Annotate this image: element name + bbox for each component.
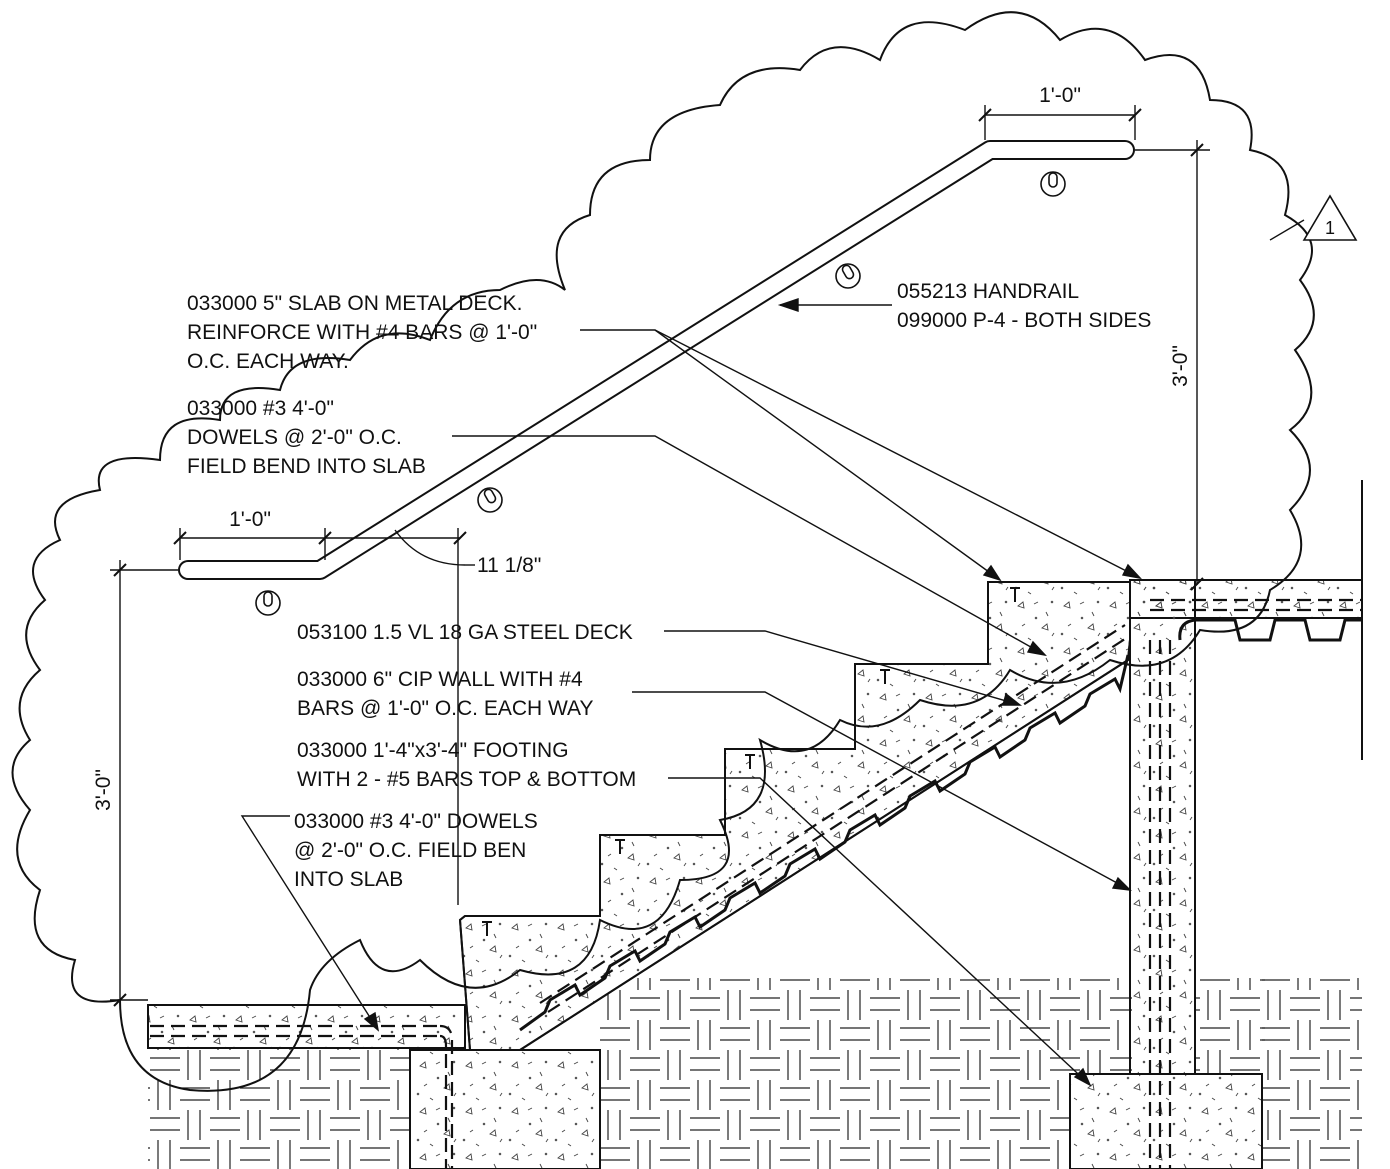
svg-text:033000 #3 4'-0" DOWELS: 033000 #3 4'-0" DOWELS (294, 810, 538, 833)
handrail-brackets (255, 171, 1066, 616)
dim-top-extension: 1'-0" (1039, 84, 1081, 107)
dim-rail-height-right: 3'-0" (1169, 345, 1192, 387)
dim-riser-offset: 11 1/8" (477, 554, 541, 577)
callout-footing: 033000 1'-4"x3'-4" FOOTING WITH 2 - #5 B… (297, 739, 636, 791)
svg-text:033000 #3 4'-0": 033000 #3 4'-0" (187, 397, 334, 420)
svg-text:DOWELS @ 2'-0" O.C.: DOWELS @ 2'-0" O.C. (187, 426, 402, 449)
stud-anchors (482, 587, 1020, 936)
handrail (178, 140, 1135, 580)
stair-concrete (147, 579, 1363, 1169)
svg-text:WITH 2 - #5 BARS TOP & BOTTOM: WITH 2 - #5 BARS TOP & BOTTOM (297, 768, 636, 791)
callout-deck: 053100 1.5 VL 18 GA STEEL DECK (297, 621, 633, 644)
svg-text:FIELD BEND INTO SLAB: FIELD BEND INTO SLAB (187, 455, 426, 478)
callout-handrail: 055213 HANDRAIL 099000 P-4 - BOTH SIDES (897, 280, 1151, 332)
stair-metal-deck (519, 654, 1130, 1032)
svg-text:INTO SLAB: INTO SLAB (294, 868, 403, 891)
svg-text:053100 1.5 VL 18 GA STEEL DECK: 053100 1.5 VL 18 GA STEEL DECK (297, 621, 633, 644)
svg-text:033000 5" SLAB ON METAL DECK.: 033000 5" SLAB ON METAL DECK. (187, 292, 522, 315)
svg-text:BARS @ 1'-0" O.C. EACH WAY: BARS @ 1'-0" O.C. EACH WAY (297, 697, 594, 720)
earth-hatch (148, 978, 1362, 1169)
dim-bottom-extension: 1'-0" (229, 508, 271, 531)
callout-dowels-top: 033000 #3 4'-0" DOWELS @ 2'-0" O.C. FIEL… (187, 397, 426, 478)
dimension-lines (110, 105, 1210, 1007)
callout-leaders (240, 298, 1142, 1087)
svg-text:055213 HANDRAIL: 055213 HANDRAIL (897, 280, 1079, 303)
svg-text:033000 6" CIP WALL WITH #4: 033000 6" CIP WALL WITH #4 (297, 668, 583, 691)
svg-text:099000 P-4 - BOTH SIDES: 099000 P-4 - BOTH SIDES (897, 309, 1151, 332)
svg-text:O.C. EACH WAY.: O.C. EACH WAY. (187, 350, 349, 373)
dim-rail-height-left: 3'-0" (92, 769, 115, 811)
svg-text:@ 2'-0" O.C. FIELD BEN: @ 2'-0" O.C. FIELD BEN (294, 839, 526, 862)
svg-text:REINFORCE WITH #4 BARS @ 1'-0": REINFORCE WITH #4 BARS @ 1'-0" (187, 321, 537, 344)
revision-number: 1 (1325, 218, 1335, 238)
stair-reinforcing (150, 598, 1362, 1169)
revision-cloud (11, 11, 1315, 1092)
callout-slab: 033000 5" SLAB ON METAL DECK. REINFORCE … (187, 292, 537, 373)
svg-text:033000 1'-4"x3'-4" FOOTING: 033000 1'-4"x3'-4" FOOTING (297, 739, 569, 762)
revision-tag: 1 (1269, 194, 1358, 241)
callout-dowels-bottom: 033000 #3 4'-0" DOWELS @ 2'-0" O.C. FIEL… (294, 810, 538, 891)
callout-wall: 033000 6" CIP WALL WITH #4 BARS @ 1'-0" … (297, 668, 594, 720)
